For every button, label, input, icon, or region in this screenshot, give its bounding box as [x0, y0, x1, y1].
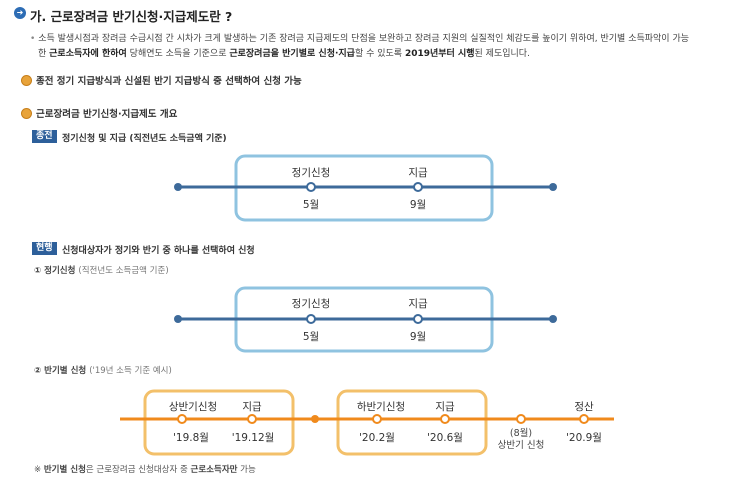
tag-current: 현행 — [32, 242, 57, 255]
timeline-node — [413, 314, 423, 324]
current-desc: 신청대상자가 정기와 반기 중 하나를 선택하여 신청 — [62, 246, 255, 256]
node-label: 정기신청 — [292, 167, 331, 179]
timeline-box-first-half — [143, 389, 295, 456]
settle-date: '20.9월 — [566, 432, 602, 444]
point-choice: 종전 정기 지급방식과 신설된 반기 지급방식 중 선택하여 신청 가능 — [36, 76, 302, 87]
half-timeline: 상반기신청 지급 '19.8월 '19.12월 하반기신청 지급 '20.2월 … — [120, 389, 614, 456]
timeline-node — [516, 414, 526, 424]
timeline-mid-dot — [311, 415, 319, 423]
node-label: 지급 — [408, 167, 428, 179]
timeline-node — [306, 182, 316, 192]
timeline-node — [177, 414, 187, 424]
intro-line1: 소득 발생시점과 장려금 수급시점 간 시차가 크게 발생하는 기존 장려금 지… — [38, 34, 690, 44]
node-label: 정기신청 — [292, 298, 331, 310]
node-label: 상반기신청 — [169, 401, 217, 413]
node-month: 9월 — [410, 199, 426, 211]
intro-text: • 소득 발생시점과 장려금 수급시점 간 시차가 크게 발생하는 기존 장려금… — [30, 34, 690, 59]
previous-desc: 정기신청 및 지급 (직전년도 소득금액 기준) — [62, 134, 227, 144]
page-title: 가. 근로장려금 반기신청·지급제도란 ? — [30, 9, 233, 24]
timeline-end-dot — [549, 183, 557, 191]
regular-label: ① 정기신청 (직전년도 소득금액 기준) — [34, 266, 169, 276]
previous-timeline: 정기신청 지급 5월 9월 — [174, 154, 557, 222]
timeline-box-second-half — [336, 389, 488, 456]
node-date: '20.6월 — [427, 432, 463, 444]
point-overview: 근로장려금 반기신청·지급제도 개요 — [36, 109, 178, 120]
node-label: 지급 — [242, 401, 262, 413]
timeline-node — [440, 414, 450, 424]
settle-label: 정산 — [574, 401, 594, 413]
timeline-node — [413, 182, 423, 192]
node-date: '19.8월 — [173, 432, 209, 444]
timeline-end-dot — [549, 315, 557, 323]
node-date: '20.2월 — [359, 432, 395, 444]
timeline-start-dot — [174, 183, 182, 191]
node-month: 5월 — [303, 331, 319, 343]
extra-month: (8월) — [510, 427, 532, 439]
tag-previous: 종전 — [32, 130, 57, 143]
node-date: '19.12월 — [232, 432, 275, 444]
timeline-node — [372, 414, 382, 424]
node-month: 9월 — [410, 331, 426, 343]
extra-label: 상반기 신청 — [498, 440, 545, 451]
timeline-start-dot — [174, 315, 182, 323]
timeline-node — [306, 314, 316, 324]
footnote: ※ 반기별 신청은 근로장려금 신청대상자 중 근로소득자만 가능 — [34, 465, 256, 475]
timeline-node — [247, 414, 257, 424]
half-label: ② 반기별 신청 ('19년 소득 기준 예시) — [34, 366, 172, 376]
node-label: 지급 — [408, 298, 428, 310]
regular-timeline: 정기신청 지급 5월 9월 — [174, 286, 557, 353]
orange-bullet-icon — [21, 108, 32, 119]
orange-bullet-icon — [21, 75, 32, 86]
node-label: 지급 — [435, 401, 455, 413]
timeline-node — [579, 414, 589, 424]
arrow-circle-icon: ➜ — [14, 7, 26, 19]
node-label: 하반기신청 — [357, 400, 405, 413]
node-month: 5월 — [303, 199, 319, 211]
